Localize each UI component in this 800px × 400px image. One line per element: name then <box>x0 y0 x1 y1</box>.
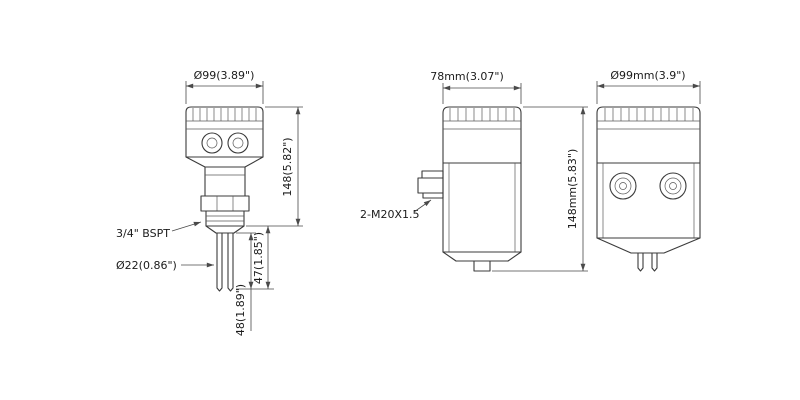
dim-fork-48: 48(1.89") <box>234 284 247 336</box>
label-cable-gland: 2-M20X1.5 <box>360 208 420 221</box>
front-view-dimensions: Ø99(3.89") 148(5.82") 47(1.85") 48(1.89"… <box>116 69 303 336</box>
gland-circle <box>227 132 249 154</box>
gland-circle <box>201 132 223 154</box>
front-view-housing-dimensions: Ø99mm(3.9") <box>596 69 701 104</box>
dim-side-width: 78mm(3.07") <box>430 70 504 83</box>
front-view-with-fork-outline <box>185 106 264 292</box>
dim-front-height: 148(5.82") <box>281 137 294 196</box>
gland-circles <box>609 172 687 200</box>
side-view-dimensions: 78mm(3.07") 148mm(5.83") 2-M20X1.5 <box>360 70 588 272</box>
dim-side-height: 148mm(5.83") <box>566 149 579 230</box>
cap-ribs <box>192 108 257 121</box>
thread-section <box>205 210 245 227</box>
label-fork-diameter: Ø22(0.86") <box>116 259 177 272</box>
cap-ribs <box>449 108 515 121</box>
dim-fork-47: 47(1.85") <box>252 232 265 284</box>
fork-stub <box>637 252 658 272</box>
dim-right-diameter: Ø99mm(3.9") <box>610 69 685 82</box>
cable-gland <box>417 170 444 199</box>
front-view-housing-outline <box>596 106 701 272</box>
fork-prongs <box>216 232 234 292</box>
label-thread-size: 3/4" BSPT <box>116 227 170 240</box>
cap-ribs <box>604 108 694 121</box>
dim-front-diameter: Ø99(3.89") <box>194 69 255 82</box>
side-view-outline <box>417 106 522 272</box>
bottom-stub <box>473 260 491 272</box>
